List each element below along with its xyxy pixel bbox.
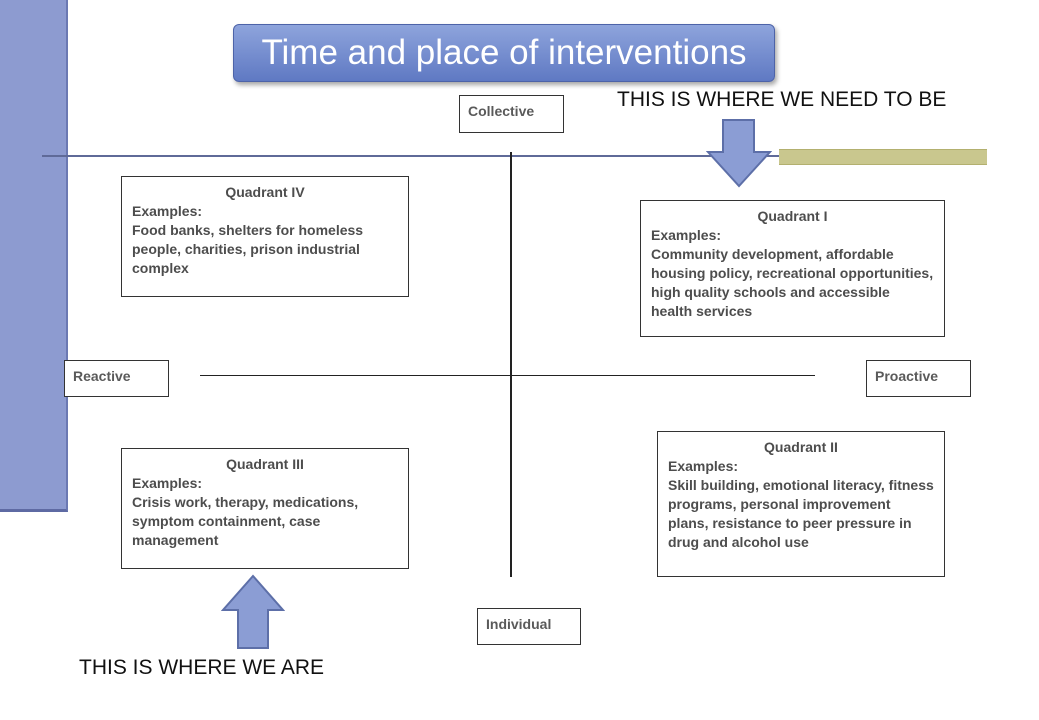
up-arrow-icon — [221, 574, 285, 649]
axis-label-reactive: Reactive — [64, 360, 169, 397]
quadrant-title: Quadrant IV — [225, 184, 305, 200]
quadrant-iii-box: Quadrant III Examples: Crisis work, ther… — [121, 448, 409, 569]
axis-label-collective: Collective — [459, 95, 564, 133]
quadrant-title: Quadrant III — [226, 456, 304, 472]
examples-label: Examples: — [132, 475, 203, 491]
examples-label: Examples: — [651, 227, 722, 243]
quadrant-title: Quadrant II — [764, 439, 838, 455]
sidebar-decoration — [0, 0, 68, 512]
quadrant-i-box: Quadrant I Examples: Community developme… — [640, 200, 945, 337]
quadrant-examples: Community development, affordable housin… — [651, 246, 934, 319]
quadrant-iv-box: Quadrant IV Examples: Food banks, shelte… — [121, 176, 409, 297]
horizontal-axis — [200, 375, 815, 376]
callout-need-to-be: THIS IS WHERE WE NEED TO BE — [617, 88, 947, 111]
quadrant-examples: Crisis work, therapy, medications, sympt… — [132, 494, 359, 548]
down-arrow-icon — [706, 119, 772, 188]
callout-we-are: THIS IS WHERE WE ARE — [79, 656, 325, 679]
header-divider-line — [42, 155, 986, 157]
axis-label-proactive: Proactive — [866, 360, 971, 397]
page-title: Time and place of interventions — [233, 24, 775, 82]
quadrant-examples: Skill building, emotional literacy, fitn… — [668, 477, 934, 550]
examples-label: Examples: — [668, 458, 739, 474]
accent-bar — [779, 149, 987, 165]
quadrant-ii-box: Quadrant II Examples: Skill building, em… — [657, 431, 945, 577]
axis-label-individual: Individual — [477, 608, 581, 645]
vertical-axis — [510, 152, 512, 577]
examples-label: Examples: — [132, 203, 203, 219]
quadrant-examples: Food banks, shelters for homeless people… — [132, 222, 364, 276]
quadrant-title: Quadrant I — [757, 208, 828, 224]
